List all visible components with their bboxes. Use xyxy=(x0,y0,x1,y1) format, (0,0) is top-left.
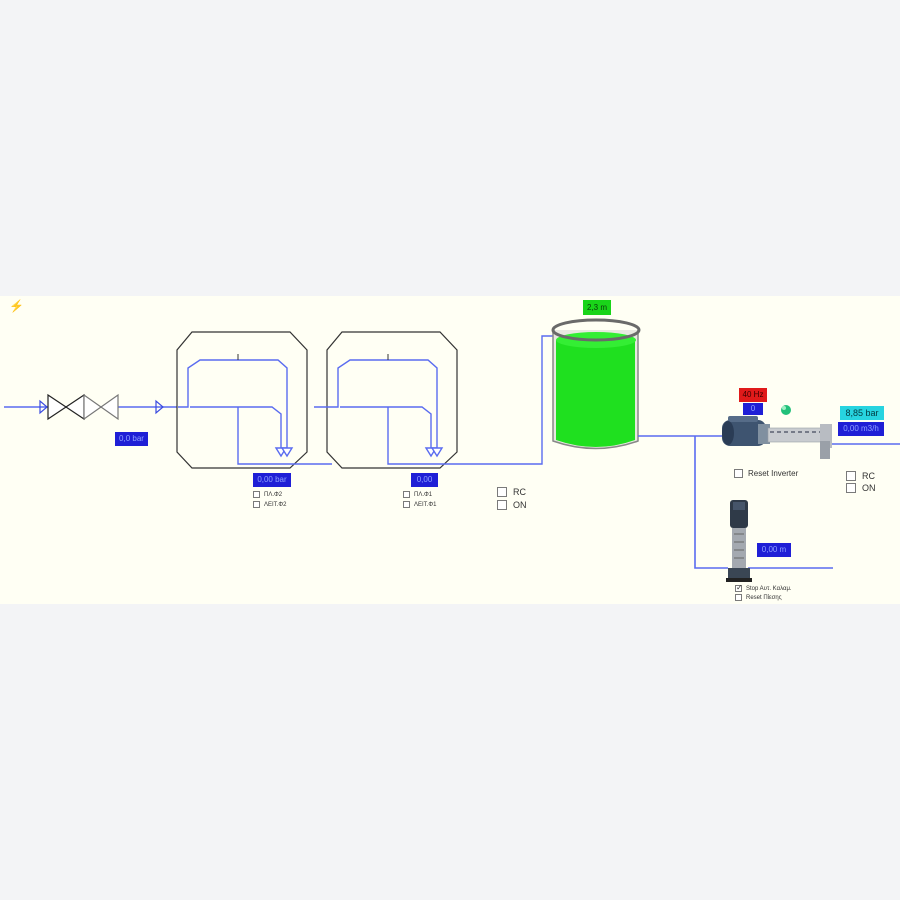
checkbox-box[interactable] xyxy=(403,501,410,508)
tank-level-display: 2,3 m xyxy=(583,300,611,315)
check-valve-1-icon[interactable] xyxy=(39,399,48,415)
stop-auto-wash-checkbox[interactable]: Stop Aυτ. Καλαμ. xyxy=(735,583,792,592)
filter-1-housing[interactable] xyxy=(326,331,458,469)
reset-pressure-checkbox[interactable]: Reset Πίεσης xyxy=(735,594,782,601)
checkbox-label: ΠΛ.Φ1 xyxy=(414,491,433,498)
filter-1-internals xyxy=(314,335,556,465)
booster-pump[interactable] xyxy=(726,500,752,582)
gate-valve-2-icon[interactable] xyxy=(83,393,119,421)
checkbox-label: Reset Inverter xyxy=(748,469,799,478)
checkbox-box[interactable] xyxy=(253,491,260,498)
checkbox-label: ON xyxy=(862,483,876,493)
filter-2-housing[interactable] xyxy=(176,331,308,469)
filter1-wash-checkbox[interactable]: ΠΛ.Φ1 xyxy=(403,491,432,498)
checkbox-box[interactable] xyxy=(735,583,743,592)
checkbox-box[interactable] xyxy=(734,469,743,478)
scada-canvas: ⚡ xyxy=(0,296,900,604)
inlet-pressure-display: 0,0 bar xyxy=(115,432,148,446)
outlet-flow-display: 0,00 m3/h xyxy=(838,422,884,436)
filter1-operate-checkbox[interactable]: ΛΕΙΤ.Φ1 xyxy=(403,501,436,508)
checkbox-box[interactable] xyxy=(497,487,507,497)
status-led xyxy=(781,405,791,415)
storage-tank[interactable] xyxy=(551,318,641,450)
inverter-pump[interactable] xyxy=(722,416,832,459)
checkbox-label: ΛΕΙΤ.Φ1 xyxy=(414,501,437,508)
inverter-frequency-display: 40 Hz xyxy=(739,388,767,402)
gate-valve-1-icon[interactable] xyxy=(47,393,85,421)
checkbox-label: ON xyxy=(513,500,527,510)
checkbox-label: RC xyxy=(862,471,875,481)
checkbox-box[interactable] xyxy=(846,483,856,493)
check-valve-2-icon[interactable] xyxy=(155,399,164,415)
checkbox-label: ΠΛ.Φ2 xyxy=(264,491,283,498)
checkbox-label: Reset Πίεσης xyxy=(746,594,782,601)
pump-on-checkbox[interactable]: ON xyxy=(846,483,876,493)
on-checkbox[interactable]: ON xyxy=(497,500,527,510)
checkbox-label: ΛΕΙΤ.Φ2 xyxy=(264,501,287,508)
outlet-pipes xyxy=(638,435,900,569)
lightning-icon[interactable]: ⚡ xyxy=(9,299,24,313)
reset-inverter-checkbox[interactable]: Reset Inverter xyxy=(734,469,798,478)
outlet-pressure-display: 8,85 bar xyxy=(840,406,884,420)
checkbox-box[interactable] xyxy=(253,501,260,508)
rc-checkbox[interactable]: RC xyxy=(497,487,526,497)
filter2-wash-checkbox[interactable]: ΠΛ.Φ2 xyxy=(253,491,282,498)
filter2-operate-checkbox[interactable]: ΛΕΙΤ.Φ2 xyxy=(253,501,286,508)
booster-flow-display: 0,00 m xyxy=(757,543,791,557)
inverter-status-display: 0 xyxy=(743,403,763,415)
checkbox-box[interactable] xyxy=(403,491,410,498)
filter2-pressure-display: 0,00 bar xyxy=(253,473,291,487)
filter1-pressure-display: 0,00 xyxy=(411,473,438,487)
process-diagram xyxy=(4,318,900,582)
checkbox-box[interactable] xyxy=(497,500,507,510)
checkbox-label: RC xyxy=(513,487,526,497)
checkbox-box[interactable] xyxy=(846,471,856,481)
filter-2-internals xyxy=(178,354,332,465)
checkbox-label: Stop Aυτ. Καλαμ. xyxy=(746,585,792,592)
checkbox-box[interactable] xyxy=(735,594,742,601)
pump-rc-checkbox[interactable]: RC xyxy=(846,471,875,481)
